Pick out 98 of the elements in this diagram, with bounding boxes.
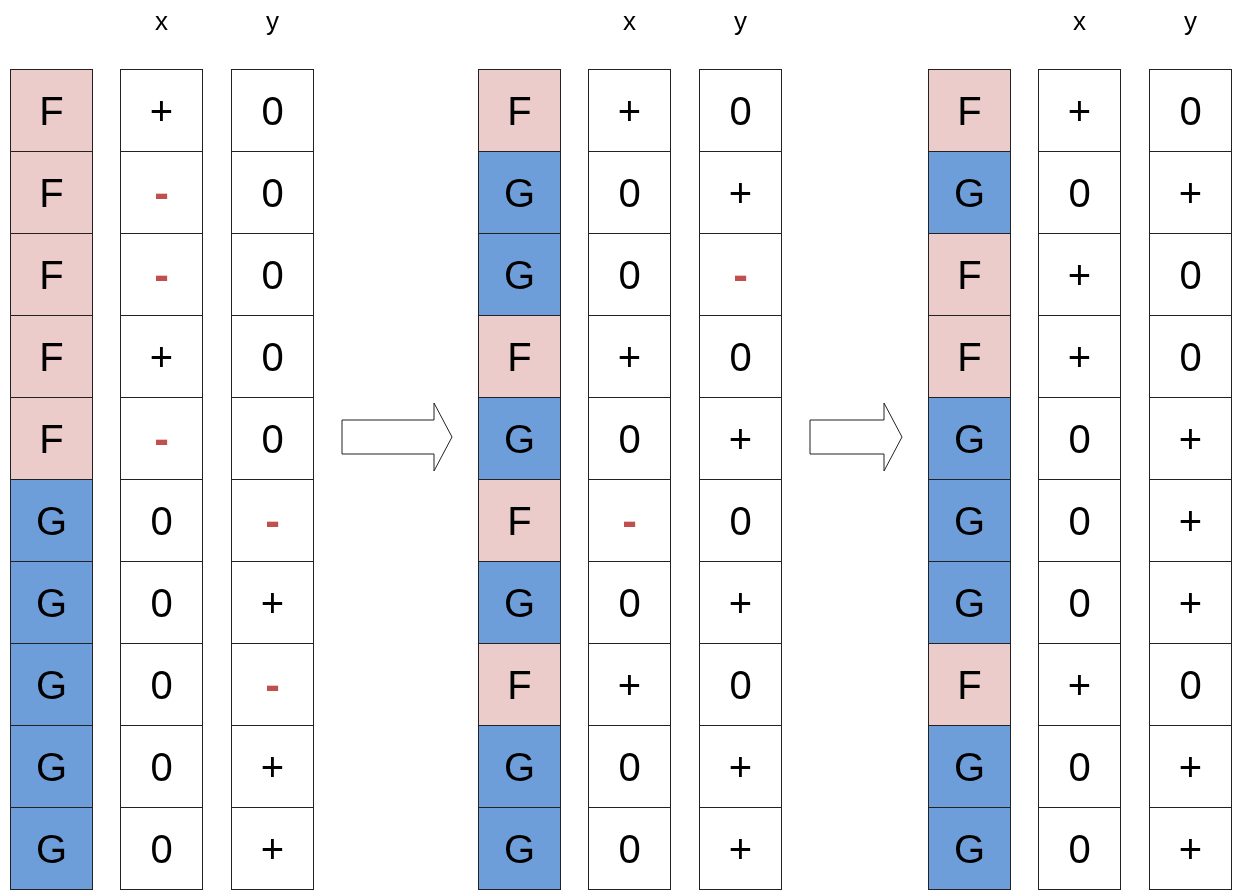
table-cell: 0 <box>1038 725 1121 808</box>
table-cell: + <box>1149 807 1232 890</box>
table-cell: 0 <box>1038 397 1121 480</box>
column-header: y <box>1183 6 1198 36</box>
table-cell: F <box>10 233 93 316</box>
table-cell: + <box>699 807 782 890</box>
table-cell: F <box>10 151 93 234</box>
table-cell: + <box>588 643 671 726</box>
table-cell: F <box>928 233 1011 316</box>
table-cell: 0 <box>1038 807 1121 890</box>
table-cell: F <box>928 643 1011 726</box>
table-cell: + <box>1149 561 1232 644</box>
table-cell: 0 <box>120 479 203 562</box>
table-cell: 0 <box>699 479 782 562</box>
table-cell: 0 <box>231 315 314 398</box>
table-cell: G <box>478 397 561 480</box>
table-cell: - <box>231 479 314 562</box>
table-cell: 0 <box>588 725 671 808</box>
table-cell: F <box>478 69 561 152</box>
table-cell: + <box>699 725 782 808</box>
table-cell: 0 <box>120 561 203 644</box>
block-arrow <box>341 402 453 472</box>
table-cell: + <box>588 69 671 152</box>
column-header: y <box>265 6 280 36</box>
table-cell: F <box>10 397 93 480</box>
table-cell: - <box>588 479 671 562</box>
table-cell: 0 <box>588 561 671 644</box>
table-cell: G <box>10 479 93 562</box>
table-cell: G <box>928 561 1011 644</box>
table-cell: + <box>231 725 314 808</box>
table-cell: + <box>1038 69 1121 152</box>
table-cell: G <box>10 561 93 644</box>
table-cell: + <box>1149 725 1232 808</box>
table-cell: 0 <box>1149 643 1232 726</box>
table-cell: + <box>120 315 203 398</box>
table-cell: + <box>120 69 203 152</box>
table-cell: 0 <box>231 151 314 234</box>
table-cell: F <box>10 69 93 152</box>
table-cell: + <box>588 315 671 398</box>
table-cell: F <box>478 479 561 562</box>
table-cell: 0 <box>588 807 671 890</box>
table-cell: G <box>928 807 1011 890</box>
table-cell: G <box>478 151 561 234</box>
table-cell: + <box>699 151 782 234</box>
table-cell: 0 <box>699 315 782 398</box>
table-cell: G <box>928 725 1011 808</box>
table-cell: 0 <box>699 69 782 152</box>
column-header: x <box>1072 6 1087 36</box>
table-cell: G <box>478 233 561 316</box>
table-cell: + <box>1038 315 1121 398</box>
table-cell: - <box>120 397 203 480</box>
table-cell: 0 <box>1038 151 1121 234</box>
table-cell: G <box>10 643 93 726</box>
table-cell: G <box>478 561 561 644</box>
table-cell: G <box>478 807 561 890</box>
table-cell: 0 <box>120 643 203 726</box>
table-cell: 0 <box>1038 479 1121 562</box>
table-cell: + <box>1038 233 1121 316</box>
table-cell: 0 <box>231 233 314 316</box>
table-cell: 0 <box>1149 69 1232 152</box>
table-cell: F <box>478 315 561 398</box>
column-header: y <box>733 6 748 36</box>
table-cell: 0 <box>588 397 671 480</box>
column-header: x <box>622 6 637 36</box>
table-cell: 0 <box>1038 561 1121 644</box>
table-cell: - <box>699 233 782 316</box>
table-cell: G <box>478 725 561 808</box>
table-cell: + <box>231 807 314 890</box>
table-cell: 0 <box>231 397 314 480</box>
table-cell: F <box>10 315 93 398</box>
table-cell: G <box>10 807 93 890</box>
table-cell: + <box>231 561 314 644</box>
table-cell: F <box>928 69 1011 152</box>
table-cell: + <box>1149 479 1232 562</box>
table-cell: 0 <box>1149 315 1232 398</box>
table-cell: F <box>928 315 1011 398</box>
table-cell: G <box>10 725 93 808</box>
table-cell: 0 <box>588 233 671 316</box>
table-cell: 0 <box>120 807 203 890</box>
table-cell: - <box>120 233 203 316</box>
table-cell: 0 <box>588 151 671 234</box>
table-cell: G <box>928 151 1011 234</box>
table-cell: - <box>120 151 203 234</box>
table-cell: 0 <box>1149 233 1232 316</box>
table-cell: + <box>1149 151 1232 234</box>
table-cell: G <box>928 479 1011 562</box>
table-cell: 0 <box>699 643 782 726</box>
table-cell: + <box>1038 643 1121 726</box>
table-cell: F <box>478 643 561 726</box>
table-cell: 0 <box>120 725 203 808</box>
table-cell: + <box>1149 397 1232 480</box>
table-cell: 0 <box>231 69 314 152</box>
table-cell: - <box>231 643 314 726</box>
table-cell: + <box>699 561 782 644</box>
table-cell: G <box>928 397 1011 480</box>
column-header: x <box>154 6 169 36</box>
block-arrow <box>809 402 903 472</box>
table-cell: + <box>699 397 782 480</box>
